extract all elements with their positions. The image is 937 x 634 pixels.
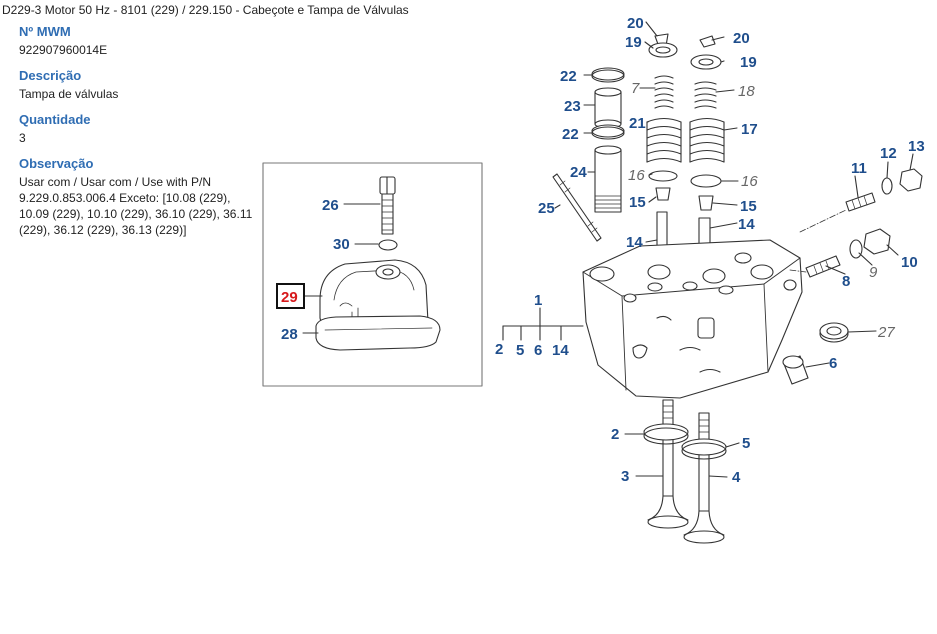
part-12-washer-drawing bbox=[881, 177, 893, 195]
part-11-fitting-drawing bbox=[845, 192, 876, 212]
part-19-spring-retainer-left bbox=[648, 42, 678, 58]
part-3-valve-drawing bbox=[647, 399, 689, 529]
part-9-washer-drawing bbox=[849, 239, 863, 259]
part-10-nut-drawing bbox=[863, 228, 891, 255]
callout-26[interactable]: 26 bbox=[322, 197, 339, 214]
page-title: D229-3 Motor 50 Hz - 8101 (229) / 229.15… bbox=[2, 3, 409, 17]
part-27-seat-ring-drawing bbox=[819, 322, 849, 343]
callout-21[interactable]: 21 bbox=[629, 115, 646, 132]
part-4-valve-drawing bbox=[683, 412, 725, 544]
callout-30[interactable]: 30 bbox=[333, 236, 350, 253]
part-6-seat-ring-drawing bbox=[782, 355, 809, 385]
callout-20-right[interactable]: 20 bbox=[733, 30, 750, 47]
part-5-seat-insert-drawing bbox=[681, 438, 727, 460]
part-22-clamp-lower bbox=[591, 124, 625, 140]
callout-28[interactable]: 28 bbox=[281, 326, 298, 343]
callout-18[interactable]: 18 bbox=[738, 83, 755, 100]
callout-2-valve[interactable]: 2 bbox=[611, 426, 619, 443]
callout-29[interactable]: 29 bbox=[281, 289, 298, 306]
callout-5-bracket[interactable]: 5 bbox=[516, 342, 524, 359]
callout-10[interactable]: 10 bbox=[901, 254, 918, 271]
part-17-outer-spring bbox=[689, 117, 725, 163]
callout-labels: 26 30 28 20 20 19 19 22 23 22 21 17 24 1… bbox=[281, 15, 925, 486]
part-13-nut-drawing bbox=[899, 168, 923, 192]
part-21-outer-spring bbox=[646, 117, 682, 163]
callout-16-left[interactable]: 16 bbox=[628, 167, 645, 184]
callout-2-bracket[interactable]: 2 bbox=[495, 341, 503, 358]
selected-callout-29[interactable]: 29 bbox=[276, 283, 305, 309]
callout-14-left[interactable]: 14 bbox=[626, 234, 643, 251]
callout-4[interactable]: 4 bbox=[732, 469, 741, 486]
callout-5-valve[interactable]: 5 bbox=[742, 435, 750, 452]
part-16-spring-seat-left bbox=[648, 170, 678, 182]
callout-15-right[interactable]: 15 bbox=[740, 198, 757, 215]
callout-14-bracket[interactable]: 14 bbox=[552, 342, 569, 359]
callout-22-upper[interactable]: 22 bbox=[560, 68, 577, 85]
callout-14-right[interactable]: 14 bbox=[738, 216, 755, 233]
part-25-stud-drawing bbox=[552, 173, 602, 242]
field-label-quantity: Quantidade bbox=[19, 112, 91, 127]
callout-19-left[interactable]: 19 bbox=[625, 34, 642, 51]
callout-3[interactable]: 3 bbox=[621, 468, 629, 485]
field-value-observation: Usar com / Usar com / Use with P/N 9.229… bbox=[19, 175, 253, 237]
field-label-mwm-number: Nº MWM bbox=[19, 24, 71, 39]
part-19-spring-retainer-right bbox=[690, 54, 722, 70]
part-15-valve-seal-right bbox=[698, 195, 714, 211]
callout-20-left[interactable]: 20 bbox=[627, 15, 644, 32]
part-info-panel: Nº MWM 922907960014E Descrição Tampa de … bbox=[19, 24, 259, 238]
part-20-valve-keys-right bbox=[699, 35, 716, 48]
callout-15-left[interactable]: 15 bbox=[629, 194, 646, 211]
part-24-injector-tube bbox=[594, 145, 622, 213]
part-26-bolt-drawing bbox=[379, 176, 396, 235]
callout-1[interactable]: 1 bbox=[534, 292, 542, 309]
callout-25[interactable]: 25 bbox=[538, 200, 555, 217]
part-2-seat-insert-drawing bbox=[643, 423, 689, 445]
field-value-description: Tampa de válvulas bbox=[19, 87, 119, 101]
callout-16-right[interactable]: 16 bbox=[741, 173, 758, 190]
callout-27[interactable]: 27 bbox=[877, 324, 895, 341]
callout-7[interactable]: 7 bbox=[631, 80, 640, 97]
part-30-washer-drawing bbox=[378, 239, 398, 251]
field-label-observation: Observação bbox=[19, 156, 94, 171]
field-value-quantity: 3 bbox=[19, 131, 26, 145]
callout-17[interactable]: 17 bbox=[741, 121, 758, 138]
part-16-spring-seat-right bbox=[690, 174, 722, 188]
field-label-description: Descrição bbox=[19, 68, 82, 83]
field-value-mwm-number: 922907960014E bbox=[19, 43, 108, 57]
part-28-gasket-drawing bbox=[315, 315, 441, 351]
callout-9[interactable]: 9 bbox=[869, 264, 878, 281]
callout-11[interactable]: 11 bbox=[851, 160, 867, 177]
part-23-sleeve-drawing bbox=[594, 87, 622, 129]
part-15-valve-seal-left bbox=[655, 187, 671, 201]
callout-19-right[interactable]: 19 bbox=[740, 54, 757, 71]
callout-6-ring[interactable]: 6 bbox=[829, 355, 837, 372]
callout-labels-secondary: 7 18 16 16 9 27 bbox=[628, 80, 895, 341]
part-18-inner-spring bbox=[694, 81, 717, 109]
callout-23[interactable]: 23 bbox=[564, 98, 581, 115]
part-8-fitting-drawing bbox=[805, 255, 841, 278]
part-1-cylinder-head-drawing bbox=[582, 239, 803, 399]
callout-12[interactable]: 12 bbox=[880, 145, 897, 162]
part-7-inner-spring bbox=[654, 75, 674, 109]
callout-24[interactable]: 24 bbox=[570, 164, 587, 181]
callout-6-bracket[interactable]: 6 bbox=[534, 342, 542, 359]
callout-13[interactable]: 13 bbox=[908, 138, 925, 155]
callout-8[interactable]: 8 bbox=[842, 273, 850, 290]
part-22-clamp-upper bbox=[591, 67, 625, 83]
callout-22-lower[interactable]: 22 bbox=[562, 126, 579, 143]
